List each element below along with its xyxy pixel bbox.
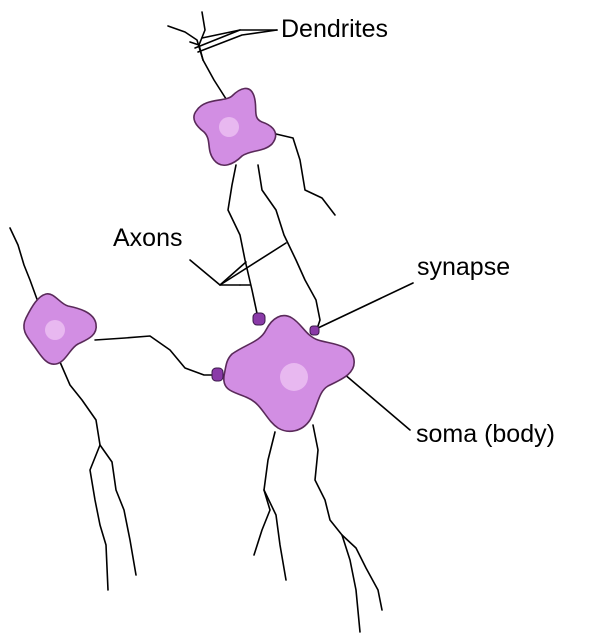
left-neuron-lower-dendrites [60, 362, 136, 590]
synapse-knob-right [310, 326, 319, 335]
big-soma-nucleus [280, 363, 308, 391]
axons-leader-2 [220, 262, 246, 285]
top-neuron-soma [194, 88, 276, 165]
label-dendrites: Dendrites [281, 17, 388, 42]
top-neuron-nucleus [219, 117, 239, 137]
synapse-leader [318, 283, 413, 328]
synapse-knob-top [253, 313, 265, 325]
label-synapse: synapse [417, 255, 510, 280]
soma-lower-dendrites [254, 425, 382, 632]
left-neuron-nucleus [45, 320, 65, 340]
left-neuron-dendrites [10, 228, 38, 302]
axons-leader-3 [220, 243, 286, 285]
left-neuron-axon [95, 336, 215, 375]
axons-leader-1 [190, 260, 240, 285]
left-neuron-soma [24, 294, 96, 364]
label-axons: Axons [113, 226, 182, 251]
top-neuron-axons [228, 134, 335, 332]
big-soma [224, 316, 354, 432]
label-soma: soma (body) [416, 422, 555, 447]
top-neuron-dendrites [168, 12, 228, 102]
dendrites-leader-3 [198, 30, 277, 52]
synapse-knob-left [212, 368, 223, 381]
